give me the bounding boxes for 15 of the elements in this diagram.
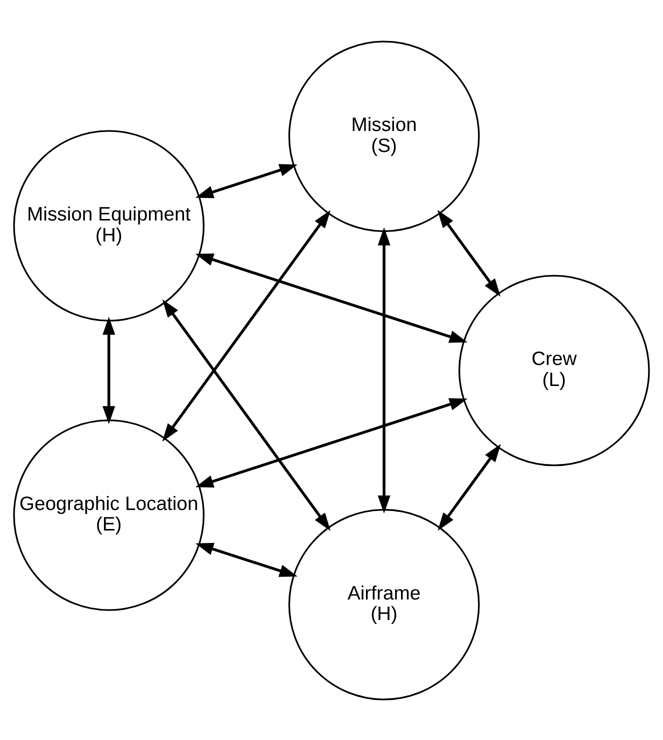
arrow	[378, 226, 390, 513]
node-circle: Crew (L)	[458, 274, 650, 466]
arrow	[102, 316, 116, 424]
node-circle: Mission Equipment (H)	[13, 130, 205, 321]
arrow	[195, 398, 468, 487]
arrow	[195, 542, 298, 576]
node-circle: Airframe (H)	[288, 508, 480, 700]
node-circle: Mission (S)	[288, 40, 480, 232]
arrow	[437, 209, 500, 296]
node-circle: Geographic Location (E)	[13, 419, 205, 610]
arrow	[162, 298, 330, 530]
arrow	[162, 210, 330, 442]
arrow	[195, 253, 468, 342]
arrow	[195, 164, 298, 198]
arrow	[438, 443, 501, 530]
